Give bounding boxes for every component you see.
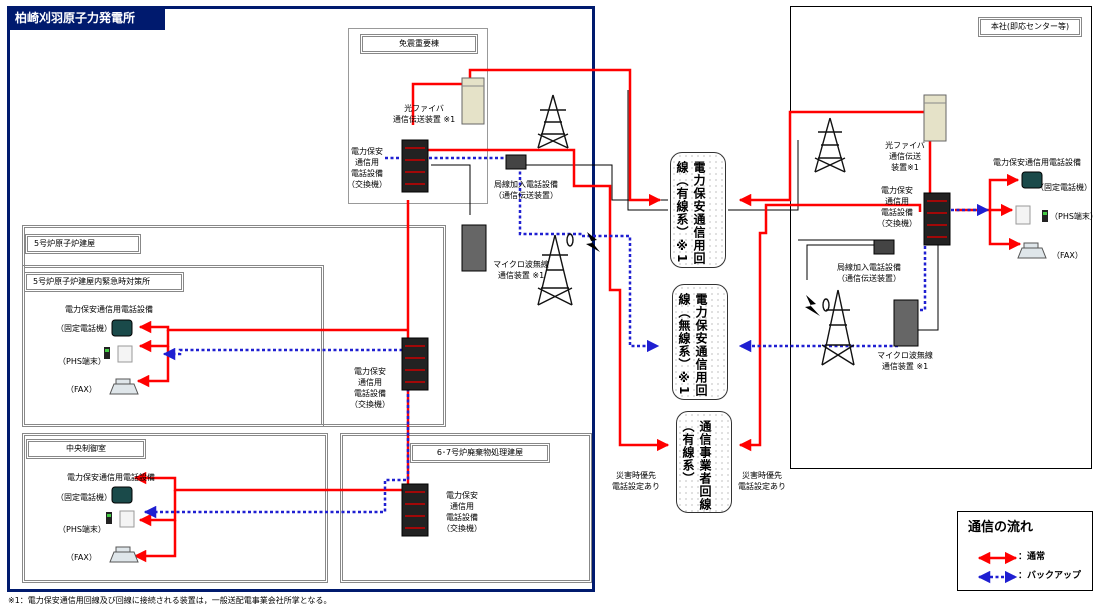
unit5-building-label: 5号炉原子炉建屋 xyxy=(25,234,141,254)
microwave-site-label: マイクロ波無線 通信装置 ※1 xyxy=(493,260,549,280)
optical-device-site-icon xyxy=(461,77,485,125)
waste-building-frame xyxy=(340,433,592,583)
microwave-device-icon xyxy=(461,224,919,347)
carrier-line-label: 通信事業者回線（有線系） xyxy=(676,411,732,513)
lightning-icon xyxy=(586,232,820,316)
quake-building-label: 免震重要棟 xyxy=(360,34,478,54)
unit5-emergency-frame xyxy=(22,265,324,427)
site-title: 柏崎刈羽原子力発電所 xyxy=(7,6,165,30)
waste-building-label: 6･7号炉廃棄物処理建屋 xyxy=(410,443,550,463)
exchange-waste-label: 電力保安 通信用 電話設備 （交換機） xyxy=(442,491,482,533)
unit5-phone-equipment-label: 電力保安通信用電話設備 xyxy=(65,305,153,314)
hq-phs-label: （PHS端末） xyxy=(1050,212,1098,221)
legend-backup-label: ：バックアップ xyxy=(1018,571,1082,581)
quake-building-frame xyxy=(348,28,488,204)
hq-optical-device-label: 光ファイバ 通信伝送 装置※1 xyxy=(885,141,925,172)
hq-title: 本社(即応センター等) xyxy=(978,17,1082,37)
unit5-phs-label: （PHS端末） xyxy=(58,357,106,366)
legend-normal-label: ：通常 xyxy=(1018,552,1046,562)
control-room-label: 中央制御室 xyxy=(26,439,146,459)
priority-left-label: 災害時優先 電話設定あり xyxy=(612,471,660,491)
local-line-site-label: 局線加入電話設備 （通信伝送装置） xyxy=(494,180,558,200)
exchange-unit5-label: 電力保安 通信用 電話設備 （交換機） xyxy=(350,367,390,409)
legend-title: 通信の流れ xyxy=(968,520,1034,535)
unit5-emergency-label: 5号炉原子炉建屋内緊急時対策所 xyxy=(24,272,184,292)
hq-phone-equipment-label: 電力保安通信用電話設備 xyxy=(993,158,1081,167)
control-fax-label: （FAX） xyxy=(66,553,97,562)
unit5-fixed-phone-label: （固定電話機） xyxy=(56,324,112,333)
exchange-main-label: 電力保安 通信用 電話設備 （交換機） xyxy=(347,147,387,189)
fixed-phone-icon xyxy=(111,171,1043,504)
hq-local-line-label: 局線加入電話設備 （通信伝送装置） xyxy=(837,263,901,283)
wired-line-label: 電力保安通信用回線（有線系）※1 xyxy=(670,152,726,268)
hq-frame xyxy=(790,6,1092,469)
wireless-line-label: 電力保安通信用回線（無線系）※1 xyxy=(672,284,728,400)
hq-fax-label: （FAX） xyxy=(1052,251,1083,260)
footnote: ※1：電力保安通信用回線及び回線に接続される装置は，一般送配電事業会社所掌となる… xyxy=(8,596,332,605)
optical-device-site-label: 光ファイバ 通信伝送装置 ※1 xyxy=(392,104,456,124)
wireless-line-text: 電力保安通信用回線（無線系）※1 xyxy=(677,293,708,397)
local-line-device-icon xyxy=(505,154,895,255)
hq-fixed-phone-label: （固定電話機） xyxy=(1036,183,1092,192)
phs-icon xyxy=(104,205,1048,528)
hq-exchange-label: 電力保安 通信用 電話設備 （交換機） xyxy=(877,186,917,228)
fax-icon xyxy=(109,242,1047,563)
wired-line-text: 電力保安通信用回線（有線系）※1 xyxy=(675,161,706,265)
carrier-line-text: 通信事業者回線（有線系） xyxy=(681,420,712,511)
unit5-fax-label: （FAX） xyxy=(66,385,97,394)
control-fixed-phone-label: （固定電話機） xyxy=(56,493,112,502)
control-phs-label: （PHS端末） xyxy=(58,525,106,534)
site-frame xyxy=(7,6,595,592)
control-room-frame xyxy=(22,433,328,583)
tower-icon xyxy=(537,94,855,366)
optical-device-hq-icon xyxy=(923,94,947,142)
control-phone-equipment-label: 電力保安通信用電話設備 xyxy=(67,473,155,482)
priority-right-label: 災害時優先 電話設定あり xyxy=(738,471,786,491)
hq-microwave-label: マイクロ波無線 通信装置 ※1 xyxy=(877,351,933,371)
